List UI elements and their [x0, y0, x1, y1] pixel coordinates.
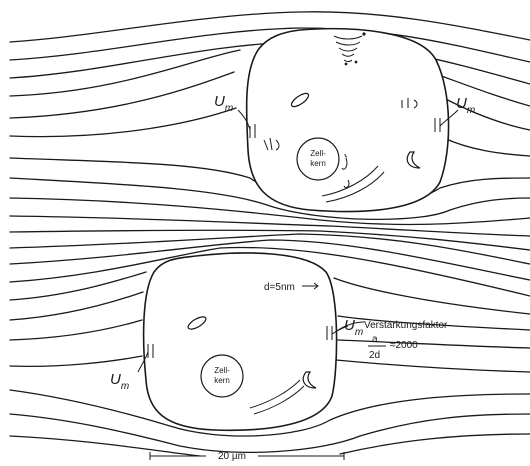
um-label: Um	[214, 93, 233, 114]
field-line	[10, 434, 530, 456]
nucleus-label-line1: Zell-	[214, 366, 230, 375]
nucleus-label-line2: kern	[214, 376, 230, 385]
amplification-title: Verstärkungsfaktor	[364, 320, 448, 331]
field-line	[10, 198, 530, 224]
amplification-numerator: a	[372, 334, 378, 345]
top-cell: Zell- kern	[238, 29, 458, 212]
um-label: Um	[456, 95, 475, 116]
um-label: Um	[110, 371, 129, 392]
cell-membrane	[144, 253, 337, 430]
amplification-denominator: 2d	[369, 350, 380, 361]
bottom-cell: Zell- kern	[138, 253, 348, 430]
nucleus-label-line2: kern	[310, 159, 326, 168]
amplification-value: ≈2000	[390, 340, 418, 351]
um-label: Um	[344, 317, 363, 338]
nucleus-label-line1: Zell-	[310, 149, 326, 158]
field-line	[10, 12, 530, 42]
membrane-thickness-label: d=5nm	[264, 282, 295, 293]
scale-bar-label: 20 µm	[218, 451, 246, 462]
field-line	[10, 216, 530, 236]
